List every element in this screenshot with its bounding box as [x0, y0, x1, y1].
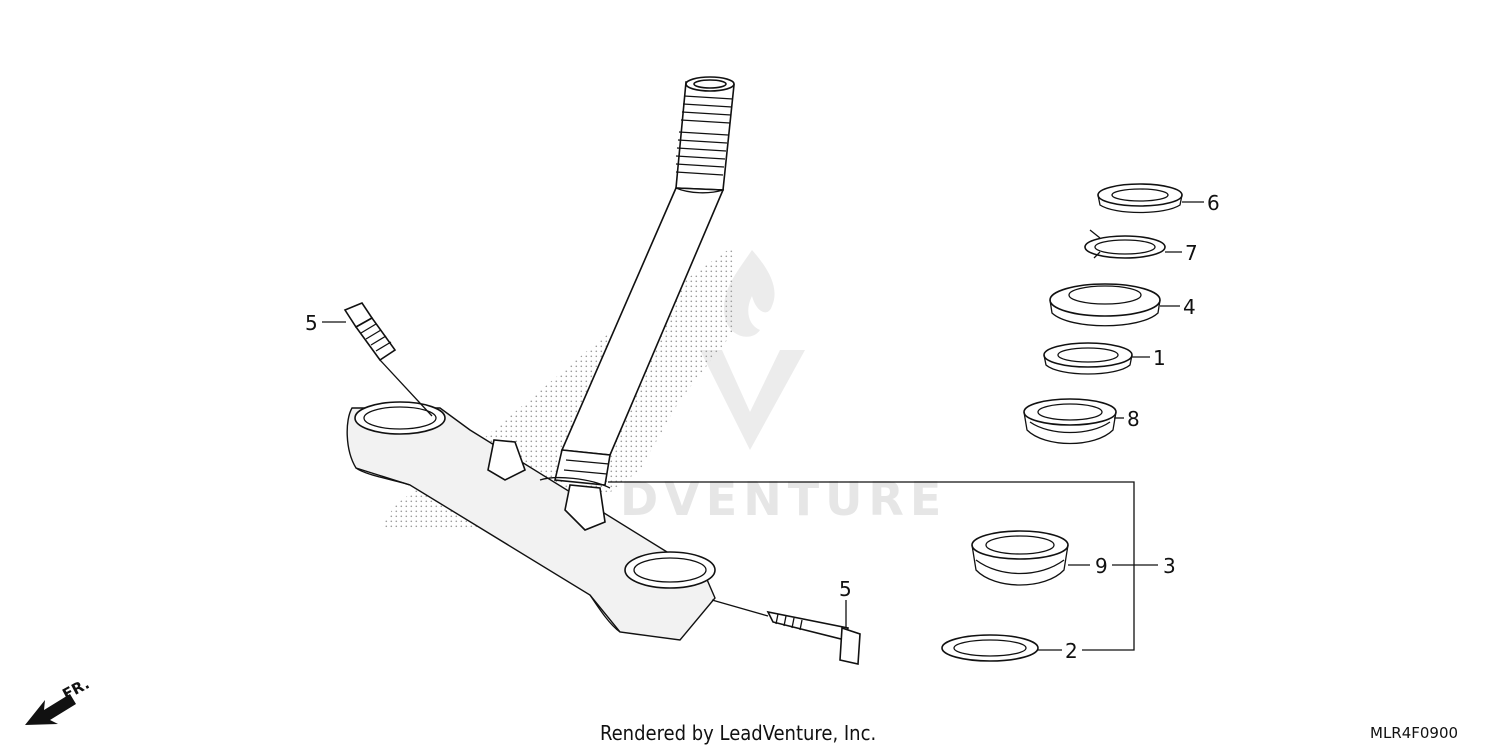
diagram-code: MLR4F0900	[1370, 724, 1458, 742]
callout-1: 1	[1153, 346, 1166, 370]
lower-dust-seal	[941, 634, 1039, 662]
arrow-icon	[25, 694, 76, 725]
watermark: DVENTURE	[620, 250, 947, 526]
callout-3: 3	[1163, 554, 1176, 578]
callout-5-left: 5	[305, 311, 318, 335]
callout-9: 9	[1095, 554, 1108, 578]
callout-5-right: 5	[839, 577, 852, 601]
callout-2: 2	[1065, 639, 1078, 663]
lock-nut	[1097, 183, 1183, 214]
front-direction-arrow: FR.	[25, 675, 92, 725]
watermark-text: DVENTURE	[620, 472, 947, 526]
callout-6: 6	[1207, 191, 1220, 215]
callout-8: 8	[1127, 407, 1140, 431]
steering-stem	[554, 76, 735, 486]
bolt-lower-right	[711, 599, 861, 665]
callout-7: 7	[1185, 241, 1198, 265]
leader-lines	[322, 201, 1204, 651]
footer-credit: Rendered by LeadVenture, Inc.	[600, 721, 876, 745]
lower-triple-clamp	[346, 401, 716, 641]
dust-seal	[1043, 342, 1133, 375]
lock-washer	[1084, 229, 1166, 259]
callout-4: 4	[1183, 295, 1196, 319]
bolt-upper-left	[343, 302, 433, 417]
adjusting-nut	[1049, 283, 1161, 327]
upper-bearing	[1023, 398, 1117, 445]
callout-labels: 6 7 4 1 8 9 3 2 5 5	[305, 191, 1220, 663]
lower-bearing	[971, 530, 1069, 586]
